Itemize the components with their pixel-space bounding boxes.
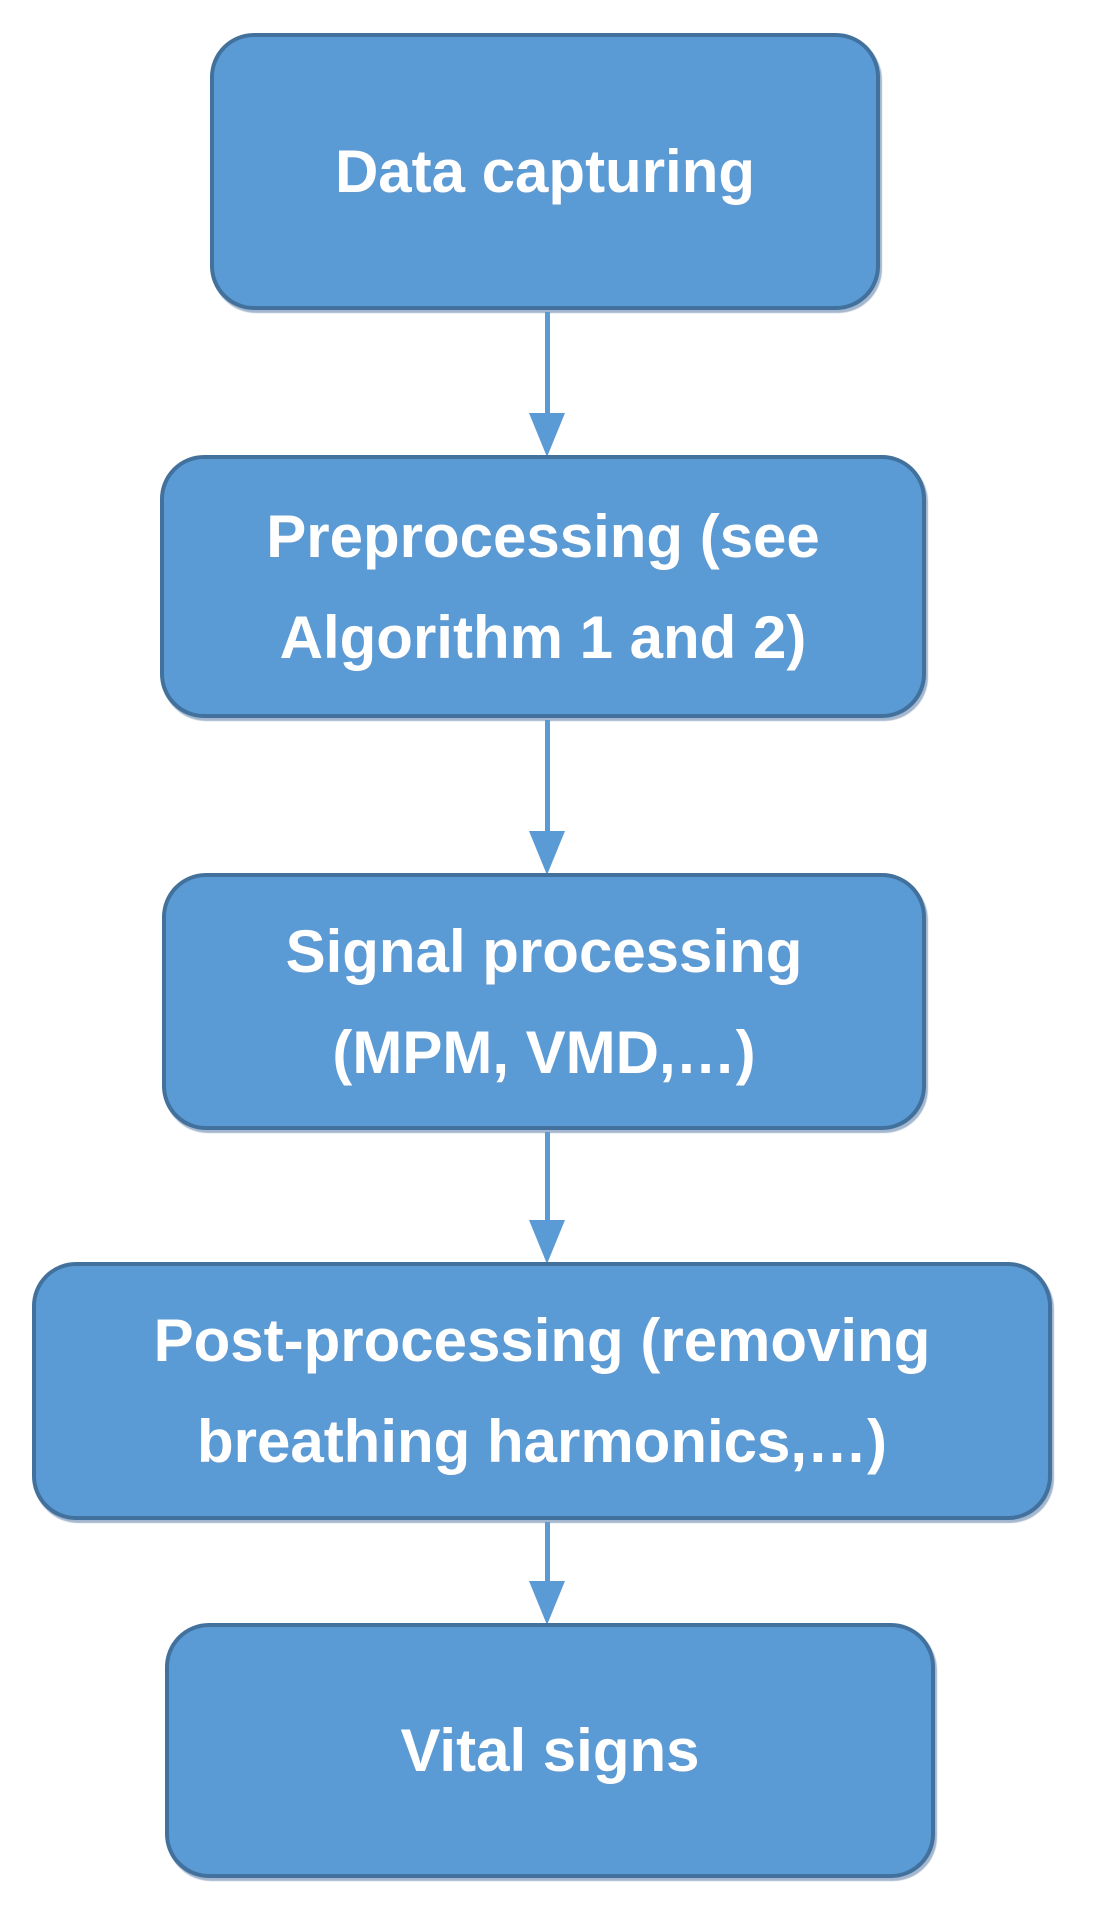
node-label: Vital signs xyxy=(400,1717,700,1784)
node-label: Data capturing xyxy=(334,138,756,205)
arrow-down-icon xyxy=(529,1581,565,1625)
node-label: Preprocessing (see xyxy=(266,502,820,570)
node-label: breathing harmonics,…) xyxy=(196,1408,888,1475)
flow-arrow xyxy=(529,1132,565,1264)
node-label: Signal processing xyxy=(285,917,803,985)
node-signal-processing: Signal processing (MPM, VMD,…) xyxy=(162,873,926,1130)
arrow-line xyxy=(544,312,550,413)
flow-arrow xyxy=(529,720,565,875)
flow-arrow xyxy=(529,1522,565,1625)
node-label: Post-processing (removing xyxy=(153,1307,931,1374)
arrow-line xyxy=(544,1522,550,1581)
node-label: (MPM, VMD,…) xyxy=(332,1018,756,1086)
node-post-processing: Post-processing (removing breathing harm… xyxy=(32,1262,1052,1520)
arrow-line xyxy=(544,1132,550,1220)
node-preprocessing: Preprocessing (see Algorithm 1 and 2) xyxy=(160,455,926,718)
arrow-down-icon xyxy=(529,1220,565,1264)
arrow-down-icon xyxy=(529,831,565,875)
node-label: Algorithm 1 and 2) xyxy=(279,603,807,671)
flow-arrow xyxy=(529,312,565,457)
arrow-down-icon xyxy=(529,413,565,457)
node-data-capturing: Data capturing xyxy=(210,33,880,310)
node-vital-signs: Vital signs xyxy=(165,1623,935,1878)
arrow-line xyxy=(544,720,550,831)
